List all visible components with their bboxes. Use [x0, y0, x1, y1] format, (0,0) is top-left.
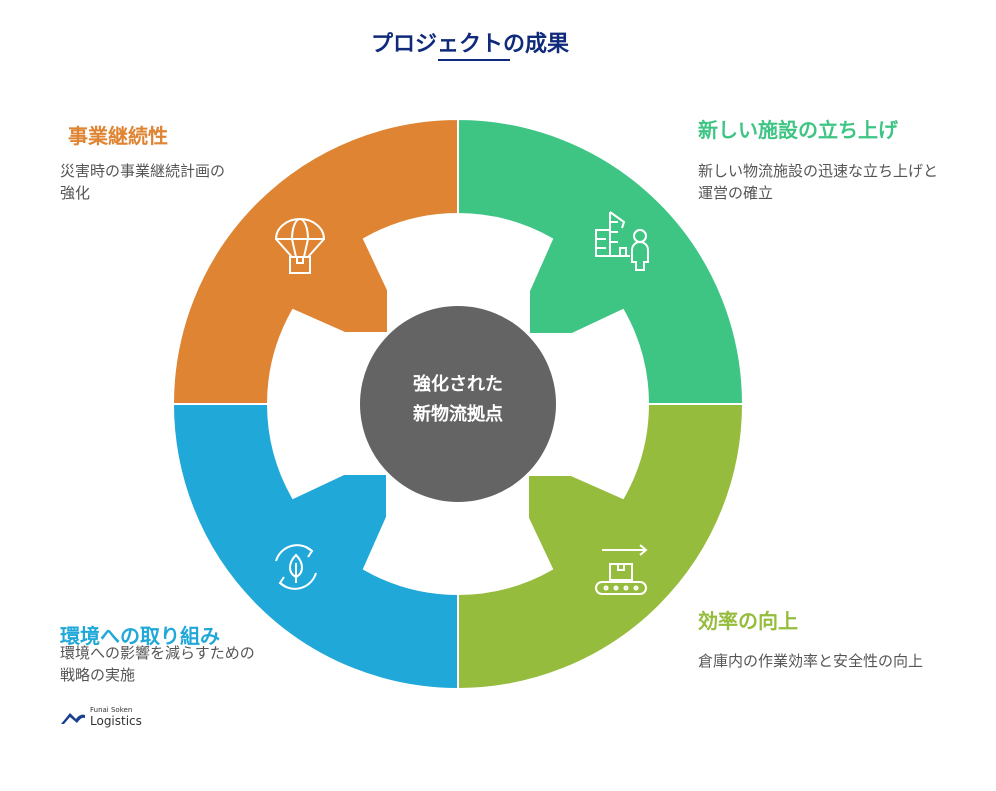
heading-business-continuity: 事業継続性 — [68, 124, 168, 148]
center-circle — [360, 306, 556, 502]
company-logo: Funai Soken Logistics — [60, 706, 142, 728]
desc-line: 倉庫内の作業効率と安全性の向上 — [698, 652, 924, 670]
title-underline — [438, 59, 510, 61]
parachute-box-icon — [274, 218, 326, 274]
desc-line: 環境への影響を減らすための — [60, 644, 255, 662]
desc-business-continuity: 災害時の事業継続計画の 強化 — [60, 160, 225, 204]
recycle-leaf-icon — [275, 544, 317, 590]
logo-big-text: Logistics — [90, 714, 142, 728]
desc-environment: 環境への影響を減らすための 戦略の実施 — [60, 642, 255, 686]
segment-new-facility — [457, 117, 745, 405]
heading-new-facility: 新しい施設の立ち上げ — [698, 118, 898, 142]
segment-efficiency — [457, 403, 745, 691]
wave-logo-icon — [61, 713, 85, 724]
center-label: 強化された 新物流拠点 — [360, 370, 556, 430]
segment-environment — [171, 403, 459, 691]
building-person-icon — [595, 211, 649, 271]
desc-line: 強化 — [60, 184, 91, 202]
desc-line: 新しい物流施設の迅速な立ち上げと — [698, 162, 939, 180]
desc-line: 運営の確立 — [698, 184, 774, 202]
logo-small-text: Funai Soken — [90, 706, 133, 714]
desc-line: 災害時の事業継続計画の — [60, 162, 226, 180]
conveyor-box-icon — [595, 544, 648, 595]
desc-efficiency: 倉庫内の作業効率と安全性の向上 — [698, 650, 923, 672]
center-line-2: 新物流拠点 — [413, 404, 503, 425]
desc-new-facility: 新しい物流施設の迅速な立ち上げと 運営の確立 — [698, 160, 938, 204]
heading-efficiency: 効率の向上 — [698, 609, 798, 633]
heading-environment: 環境への取り組み — [60, 624, 220, 648]
center-line-1: 強化された — [413, 374, 503, 395]
page-title: プロジェクトの成果 — [370, 32, 569, 57]
desc-line: 戦略の実施 — [60, 666, 136, 684]
segment-business-continuity — [171, 117, 459, 405]
